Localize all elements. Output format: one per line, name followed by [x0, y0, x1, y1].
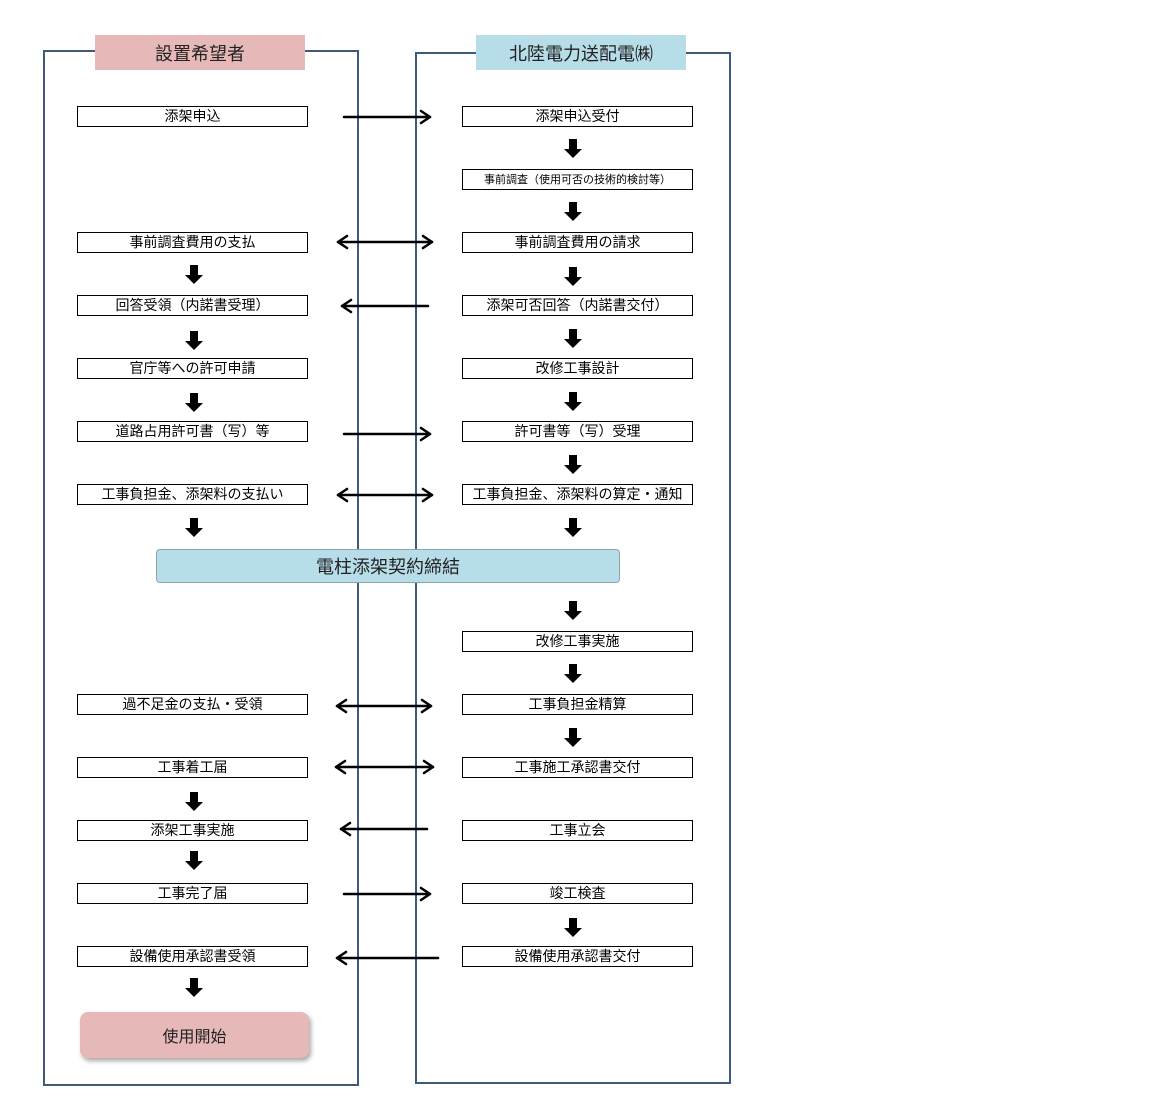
- down-arrow: [185, 978, 203, 998]
- step-completion-notice: 工事完了届: [77, 883, 308, 904]
- step-issue-use-approval: 設備使用承認書交付: [462, 946, 693, 967]
- step-pre-survey: 事前調査（使用可否の技術的検討等）: [462, 169, 693, 190]
- step-receive-approval: 設備使用承認書受領: [77, 946, 308, 967]
- step-pay-charges: 工事負担金、添架料の支払い: [77, 484, 308, 505]
- down-arrow: [564, 918, 582, 938]
- down-arrow: [564, 329, 582, 349]
- down-arrow: [564, 267, 582, 287]
- step-settle-charges: 工事負担金精算: [462, 694, 693, 715]
- down-arrow: [564, 728, 582, 748]
- down-arrow: [185, 265, 203, 285]
- step-receive-permit: 許可書等（写）受理: [462, 421, 693, 442]
- step-receive-reply: 回答受領（内諾書受理）: [77, 295, 308, 316]
- down-arrow: [564, 601, 582, 621]
- step-road-permit: 道路占用許可書（写）等: [77, 421, 308, 442]
- step-start-notice: 工事着工届: [77, 757, 308, 778]
- start-use-box: 使用開始: [80, 1012, 309, 1058]
- down-arrow: [564, 455, 582, 475]
- step-permit-application: 官庁等への許可申請: [77, 358, 308, 379]
- down-arrow: [185, 518, 203, 538]
- step-settle-difference: 過不足金の支払・受領: [77, 694, 308, 715]
- down-arrow: [185, 851, 203, 871]
- down-arrow: [564, 518, 582, 538]
- step-work-inspection: 工事立会: [462, 820, 693, 841]
- step-accept-application: 添架申込受付: [462, 106, 693, 127]
- down-arrow: [185, 792, 203, 812]
- step-final-inspection: 竣工検査: [462, 883, 693, 904]
- step-calc-charges: 工事負担金、添架料の算定・通知: [462, 484, 693, 505]
- down-arrow: [564, 202, 582, 222]
- step-repair-work: 改修工事実施: [462, 631, 693, 652]
- contract-box: 電柱添架契約締結: [156, 549, 620, 583]
- down-arrow: [185, 393, 203, 413]
- step-issue-work-approval: 工事施工承認書交付: [462, 757, 693, 778]
- step-bill-survey-fee: 事前調査費用の請求: [462, 232, 693, 253]
- utility-header: 北陸電力送配電㈱: [476, 35, 686, 70]
- down-arrow: [564, 139, 582, 159]
- applicant-header: 設置希望者: [95, 35, 305, 70]
- step-repair-design: 改修工事設計: [462, 358, 693, 379]
- step-reply: 添架可否回答（内諾書交付）: [462, 295, 693, 316]
- step-pay-survey-fee: 事前調査費用の支払: [77, 232, 308, 253]
- down-arrow: [564, 392, 582, 412]
- down-arrow: [185, 331, 203, 351]
- step-apply: 添架申込: [77, 106, 308, 127]
- down-arrow: [564, 664, 582, 684]
- step-attach-work: 添架工事実施: [77, 820, 308, 841]
